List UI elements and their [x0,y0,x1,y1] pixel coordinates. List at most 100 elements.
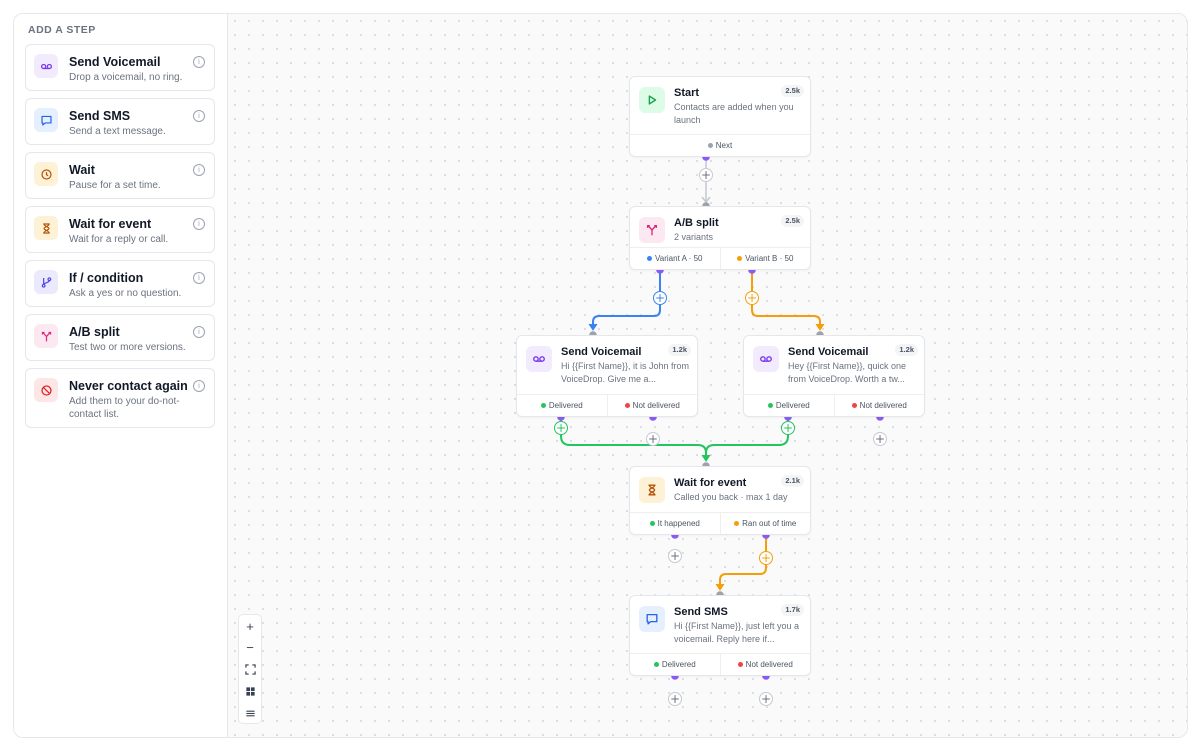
step-description: Pause for a set time. [69,180,161,191]
port-indicator [653,662,659,667]
port-indicator [649,521,655,526]
step-send-voicemail[interactable]: Send Voicemail Drop a voicemail, no ring… [25,44,215,91]
info-icon[interactable]: i [193,272,205,284]
add-step-button[interactable]: + [554,421,568,435]
info-icon[interactable]: i [193,56,205,68]
port-indicator [767,403,773,408]
workflow-builder: ADD A STEP Send Voicemail Drop a voicema… [13,13,1188,738]
node-start[interactable]: Start Contacts are added when you launch… [629,76,811,157]
voicemail-icon [753,346,779,372]
node-title: Send Voicemail [788,346,869,358]
add-step-button[interactable]: + [873,432,887,446]
edge-variant-a [592,270,661,328]
port-label: Next [715,141,733,150]
port-variant-a[interactable]: Variant A · 50 [630,248,720,269]
port-label: Variant A · 50 [655,254,703,263]
add-step-button[interactable]: + [781,421,795,435]
add-step-button[interactable]: + [699,168,713,182]
fit-screen-icon[interactable] [239,658,261,680]
add-step-button[interactable]: + [745,291,759,305]
node-description: Hey {{First Name}}, quick one from Voice… [788,361,907,384]
node-send-voicemail-b[interactable]: Send Voicemail Hey {{First Name}}, quick… [743,335,925,417]
port-ran-out[interactable]: Ran out of time [719,513,811,534]
edge-ran-out [719,535,767,588]
node-ports: Delivered Not delivered [744,394,924,416]
add-step-button[interactable]: + [759,692,773,706]
node-ports: Variant A · 50 Variant B · 50 [630,247,810,269]
port-indicator [734,521,740,526]
step-description: Drop a voicemail, no ring. [69,72,183,83]
node-send-voicemail-a[interactable]: Send Voicemail Hi {{First Name}}, it is … [516,335,698,417]
zoom-in-button[interactable]: + [246,618,254,634]
node-ports: Next [630,134,810,156]
step-title: Send SMS [69,109,131,123]
step-wait-for-event[interactable]: Wait for event Wait for a reply or call.… [25,206,215,253]
voicemail-icon [526,346,552,372]
add-step-button[interactable]: + [668,549,682,563]
step-title: Never contact again [69,379,188,393]
count-badge: 1.2k [668,344,691,356]
zoom-out-button[interactable]: − [246,639,254,655]
port-delivered[interactable]: Delivered [630,654,720,675]
edge-delivered-a [560,417,707,460]
step-title: A/B split [69,325,120,339]
node-title: Wait for event [674,477,747,489]
port-indicator [851,403,857,408]
hourglass-icon [34,216,58,240]
count-badge: 2.5k [781,85,804,97]
port-not-delivered[interactable]: Not delivered [606,395,698,416]
port-indicator [707,143,713,148]
step-wait[interactable]: Wait Pause for a set time. i [25,152,215,199]
port-not-delivered[interactable]: Not delivered [719,654,811,675]
port-not-delivered[interactable]: Not delivered [833,395,925,416]
port-next[interactable]: Next [630,135,810,156]
node-ab-split[interactable]: A/B split 2 variants 2.5k Variant A · 50… [629,206,811,270]
add-step-button[interactable]: + [668,692,682,706]
count-badge: 2.1k [781,475,804,487]
add-step-button[interactable]: + [653,291,667,305]
info-icon[interactable]: i [193,326,205,338]
info-icon[interactable]: i [193,380,205,392]
step-title: Wait for event [69,217,152,231]
add-step-button[interactable]: + [646,432,660,446]
lines-icon[interactable] [239,702,261,724]
node-title: Send Voicemail [561,346,642,358]
add-step-button[interactable]: + [759,551,773,565]
arrow-head [588,323,598,331]
message-icon [639,606,665,632]
port-delivered[interactable]: Delivered [517,395,607,416]
grid-icon[interactable] [239,680,261,702]
flow-canvas[interactable]: Start Contacts are added when you launch… [228,14,1187,737]
arrow-head [815,323,825,331]
port-label: Ran out of time [742,519,797,528]
step-description: Send a text message. [69,126,166,137]
step-description: Wait for a reply or call. [69,234,169,245]
block-icon [34,378,58,402]
info-icon[interactable]: i [193,110,205,122]
count-badge: 1.7k [781,604,804,616]
play-icon [639,87,665,113]
node-send-sms[interactable]: Send SMS Hi {{First Name}}, just left yo… [629,595,811,676]
port-variant-b[interactable]: Variant B · 50 [719,248,811,269]
port-it-happened[interactable]: It happened [630,513,720,534]
port-label: It happened [657,519,700,528]
info-icon[interactable]: i [193,164,205,176]
clock-icon [34,162,58,186]
canvas-controls: + − [238,614,262,724]
step-never-contact[interactable]: Never contact again Add them to your do-… [25,368,215,428]
port-label: Not delivered [859,401,907,410]
step-if-condition[interactable]: If / condition Ask a yes or no question.… [25,260,215,307]
info-icon[interactable]: i [193,218,205,230]
port-delivered[interactable]: Delivered [744,395,834,416]
step-palette: ADD A STEP Send Voicemail Drop a voicema… [14,14,228,737]
step-send-sms[interactable]: Send SMS Send a text message. i [25,98,215,145]
arrow-head [701,196,711,204]
palette-title: ADD A STEP [28,24,96,36]
node-title: Send SMS [674,606,728,618]
step-description: Ask a yes or no question. [69,288,182,299]
port-label: Delivered [548,401,583,410]
step-ab-split[interactable]: A/B split Test two or more versions. i [25,314,215,361]
node-ports: It happened Ran out of time [630,512,810,534]
node-wait-for-event[interactable]: Wait for event Called you back · max 1 d… [629,466,811,535]
split-icon [639,217,665,243]
